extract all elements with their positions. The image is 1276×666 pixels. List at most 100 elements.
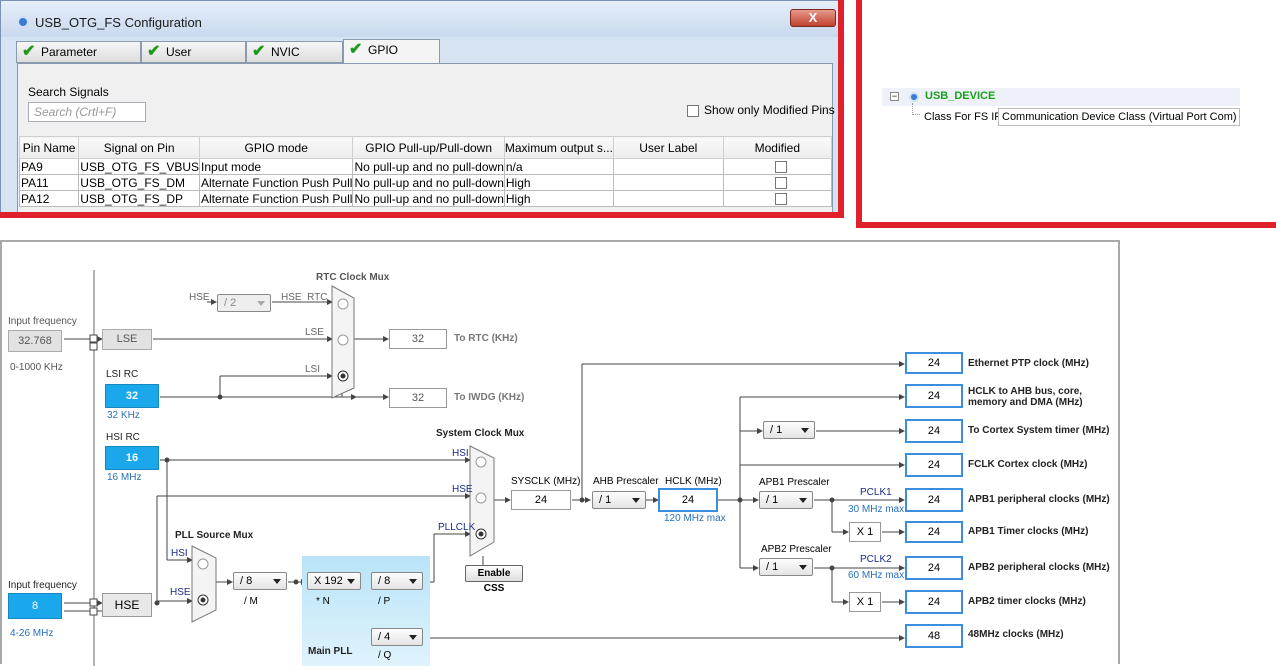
col-max-output[interactable]: Maximum output s... — [503, 136, 614, 159]
lse-block: LSE — [102, 329, 152, 350]
apb1-prescaler-dropdown[interactable]: / 1 — [759, 491, 813, 509]
clock-configuration: Main PLL Input frequency 32.768 0-1000 K… — [0, 240, 1120, 666]
ahb-prescaler-dropdown[interactable]: / 1 — [592, 491, 646, 509]
rtc-output-value: 32 — [389, 329, 447, 349]
hsi-title: HSI RC — [106, 432, 140, 443]
lse-range: 0-1000 KHz — [10, 362, 63, 373]
cell-mode: Alternate Function Push Pull — [199, 190, 354, 207]
pll-p-dropdown[interactable]: / 8 — [371, 572, 423, 590]
search-label: Search Signals — [28, 85, 109, 99]
pll-n-label: * N — [316, 596, 330, 607]
hsi-freq: 16 MHz — [107, 472, 142, 483]
modified-checkbox[interactable] — [774, 177, 787, 189]
lsi-freq: 32 KHz — [107, 410, 140, 421]
iwdg-output-value: 32 — [389, 388, 447, 408]
rtc-mux-title: RTC Clock Mux — [316, 272, 390, 283]
hse-input-value[interactable]: 8 — [8, 593, 62, 619]
iwdg-output-label: To IWDG (KHz) — [454, 392, 525, 403]
output-hclk-ahb[interactable]: 24 — [905, 384, 963, 408]
dropdown-value: / 1 — [599, 494, 612, 506]
lsi-value: 32 — [105, 384, 159, 408]
output-fclk[interactable]: 24 — [905, 453, 963, 477]
gpio-settings-pane: Search Signals Search (Crtl+F) Show only… — [17, 63, 835, 214]
chevron-down-icon — [799, 498, 807, 503]
hse-block: HSE — [102, 593, 152, 617]
output-ethernet-ptp[interactable]: 24 — [905, 352, 963, 374]
rtc-hse-label: HSE — [189, 292, 210, 303]
cell-pull: No pull-up and no pull-down — [352, 158, 505, 175]
hse-input-label: Input frequency — [8, 580, 77, 591]
col-pin-name[interactable]: Pin Name — [18, 136, 80, 159]
output-apb1-timer[interactable]: 24 — [905, 521, 963, 543]
modified-checkbox[interactable] — [774, 193, 787, 205]
pll-m-dropdown[interactable]: / 8 — [233, 572, 287, 590]
cell-user-label[interactable] — [612, 174, 724, 191]
sys-mux-hse: HSE — [452, 484, 473, 495]
chevron-down-icon — [801, 428, 809, 433]
component-icon — [909, 92, 919, 102]
enable-css-button[interactable]: Enable CSS — [465, 565, 523, 594]
search-input[interactable]: Search (Crtl+F) — [28, 102, 146, 122]
chevron-down-icon — [273, 579, 281, 584]
hclk-label: HCLK (MHz) — [665, 476, 722, 487]
cell-modified — [722, 190, 833, 207]
title-bar: USB_OTG_FS Configuration X — [1, 1, 843, 37]
cell-user-label[interactable] — [612, 190, 724, 207]
output-cortex-timer[interactable]: 24 — [905, 419, 963, 443]
sys-mux-pllclk: PLLCLK — [438, 522, 476, 533]
col-signal[interactable]: Signal on Pin — [78, 136, 201, 159]
output-apb2-periph-label: APB2 peripheral clocks (MHz) — [968, 562, 1110, 573]
rtc-lse-label: LSE — [305, 327, 324, 338]
col-user-label[interactable]: User Label — [612, 136, 724, 159]
cell-pin: PA12 — [18, 190, 80, 207]
chevron-down-icon — [347, 579, 355, 584]
output-apb2-periph[interactable]: 24 — [905, 556, 963, 580]
pll-q-dropdown[interactable]: / 4 — [371, 628, 423, 646]
hclk-input[interactable]: 24 — [658, 488, 718, 512]
output-apb2-timer[interactable]: 24 — [905, 590, 963, 614]
gpio-table: Pin Name Signal on Pin GPIO mode GPIO Pu… — [18, 136, 833, 207]
rtc-hse-divider-dropdown[interactable]: / 2 — [217, 294, 271, 312]
output-apb1-periph-label: APB1 peripheral clocks (MHz) — [968, 494, 1110, 505]
cell-user-label[interactable] — [612, 158, 724, 175]
dropdown-value: / 2 — [224, 297, 237, 309]
cell-speed: High — [503, 174, 614, 191]
hclk-max: 120 MHz max — [664, 513, 726, 524]
tree-node-row[interactable] — [882, 88, 1240, 106]
collapse-icon[interactable]: − — [890, 91, 899, 101]
tab-user-constants[interactable]: ✔User Constants — [141, 41, 246, 79]
lse-input-label: Input frequency — [8, 316, 77, 327]
cortex-divider-dropdown[interactable]: / 1 — [763, 421, 815, 439]
output-48mhz[interactable]: 48 — [905, 624, 963, 648]
modified-checkbox[interactable] — [774, 161, 787, 173]
tree-connector — [912, 103, 920, 115]
cell-pull: No pull-up and no pull-down — [352, 174, 505, 191]
tab-gpio-settings[interactable]: ✔GPIO Settings — [343, 39, 440, 77]
tab-parameter-settings[interactable]: ✔Parameter Settings — [16, 41, 141, 79]
tab-nvic-settings[interactable]: ✔NVIC Settings — [246, 41, 343, 79]
chevron-down-icon — [632, 498, 640, 503]
col-pull[interactable]: GPIO Pull-up/Pull-down — [352, 136, 505, 159]
show-modified-checkbox[interactable] — [687, 105, 699, 117]
clock-wiring — [64, 270, 905, 666]
pll-q-label: / Q — [378, 650, 392, 661]
cell-signal: USB_OTG_FS_VBUS — [78, 158, 201, 175]
show-modified-label: Show only Modified Pins — [704, 103, 835, 117]
class-for-fs-label: Class For FS IP — [924, 111, 1002, 123]
cell-pin: PA9 — [18, 158, 80, 175]
apb2-prescaler-dropdown[interactable]: / 1 — [759, 558, 813, 576]
close-button[interactable]: X — [790, 9, 836, 27]
usb-device-node[interactable]: USB_DEVICE — [925, 90, 996, 102]
apb1-max: 30 MHz max — [848, 504, 905, 515]
pll-n-dropdown[interactable]: X 192 — [307, 572, 361, 590]
col-gpio-mode[interactable]: GPIO mode — [199, 136, 354, 159]
output-apb1-periph[interactable]: 24 — [905, 488, 963, 512]
class-for-fs-value[interactable]: Communication Device Class (Virtual Port… — [998, 108, 1240, 126]
lse-input-value[interactable]: 32.768 — [8, 330, 62, 352]
col-modified[interactable]: Modified — [722, 136, 833, 159]
pclk1-label: PCLK1 — [860, 487, 892, 498]
pll-mux-title: PLL Source Mux — [175, 530, 254, 541]
